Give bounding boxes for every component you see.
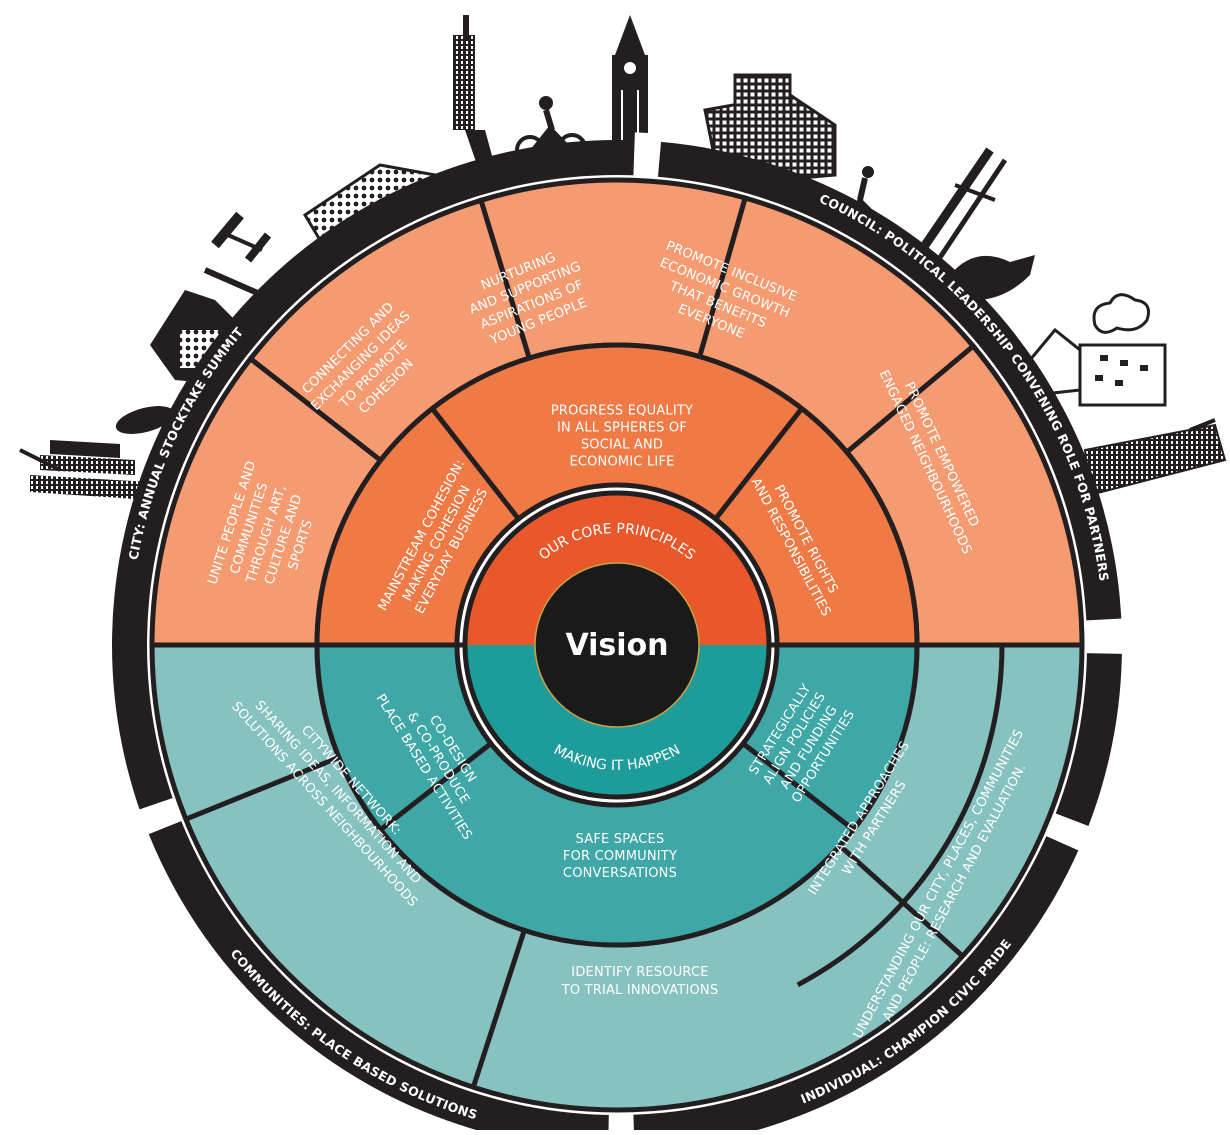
pylon-icon	[911, 147, 1008, 267]
core-teal-ring	[467, 645, 767, 795]
divider	[713, 407, 804, 521]
rim-gap	[608, 1112, 635, 1135]
divider	[430, 407, 521, 521]
divider	[184, 755, 340, 822]
tower-icon	[19, 440, 150, 500]
core-outline	[462, 490, 772, 800]
cloud-icon	[1092, 293, 1150, 334]
divider	[838, 843, 965, 959]
core-orange-ring	[467, 495, 767, 645]
mid-teal-band	[314, 642, 920, 948]
divider	[741, 741, 855, 832]
tall-building-icon	[1083, 418, 1227, 497]
rim-gap	[1084, 618, 1130, 654]
rim-gap	[633, 132, 662, 179]
divider	[796, 644, 1005, 988]
divider	[470, 929, 527, 1089]
vision-center	[534, 562, 700, 728]
rim-gap	[1044, 812, 1096, 854]
divider	[379, 741, 493, 832]
vision-title: Vision	[565, 628, 668, 663]
rim-gap	[131, 797, 184, 838]
